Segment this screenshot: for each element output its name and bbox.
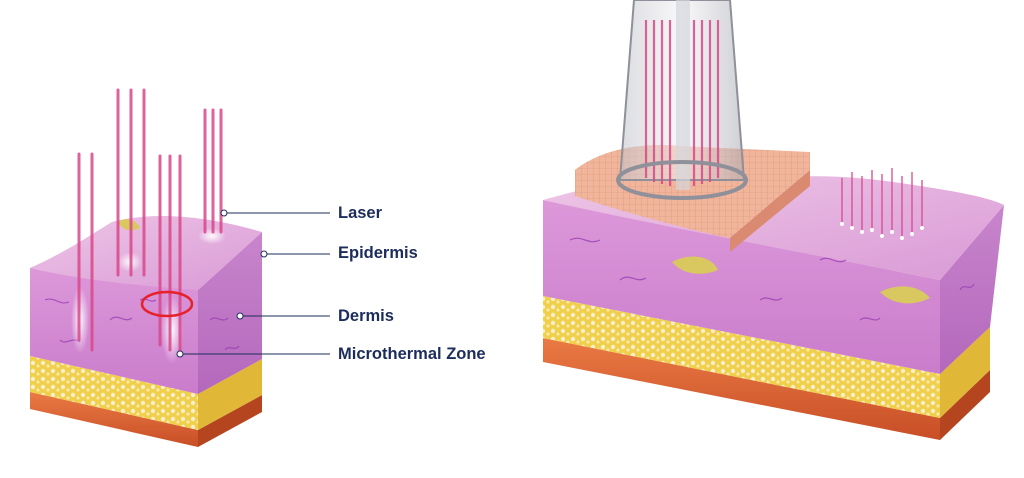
leader-lines [176, 209, 330, 358]
left-laser-beams [77, 88, 223, 357]
right-fat-side [940, 327, 990, 418]
left-fat-front [30, 356, 198, 430]
highlight-ellipse [140, 290, 194, 318]
left-dermis-front [30, 268, 198, 394]
right-muscle-front [543, 338, 940, 440]
left-muscle-front [30, 392, 198, 447]
microthermal-glow [161, 296, 183, 364]
dermis-label: Dermis [338, 307, 394, 325]
handpiece-beams [644, 20, 720, 186]
right-melanin-spot [880, 286, 930, 304]
left-muscle-side [198, 395, 262, 447]
right-skin-block [543, 145, 1004, 440]
right-micro-spots [840, 222, 924, 240]
treated-pad-side [730, 170, 810, 252]
right-blood-vessels [569, 237, 975, 321]
microthermal-zone-label: Microthermal Zone [338, 345, 486, 363]
laser-handpiece-icon [616, 0, 748, 200]
right-micro-beams [841, 168, 923, 238]
epidermis-leader-dot [260, 250, 268, 258]
laser-label: Laser [338, 204, 383, 222]
right-muscle-side [940, 370, 990, 440]
left-blood-vessels [44, 298, 240, 351]
mtz-leader-dot [176, 350, 184, 358]
right-dermis-side [940, 205, 1004, 374]
left-melanin-spot [118, 219, 140, 231]
epidermis-label: Epidermis [338, 244, 418, 262]
dermis-leader-dot [236, 312, 244, 320]
right-melanin-spot [672, 256, 718, 274]
left-fat-side [198, 359, 262, 430]
right-fat-front [543, 296, 940, 418]
laser-leader-dot [220, 209, 228, 217]
right-dermis-front [543, 200, 940, 374]
left-skin-block [30, 88, 262, 447]
